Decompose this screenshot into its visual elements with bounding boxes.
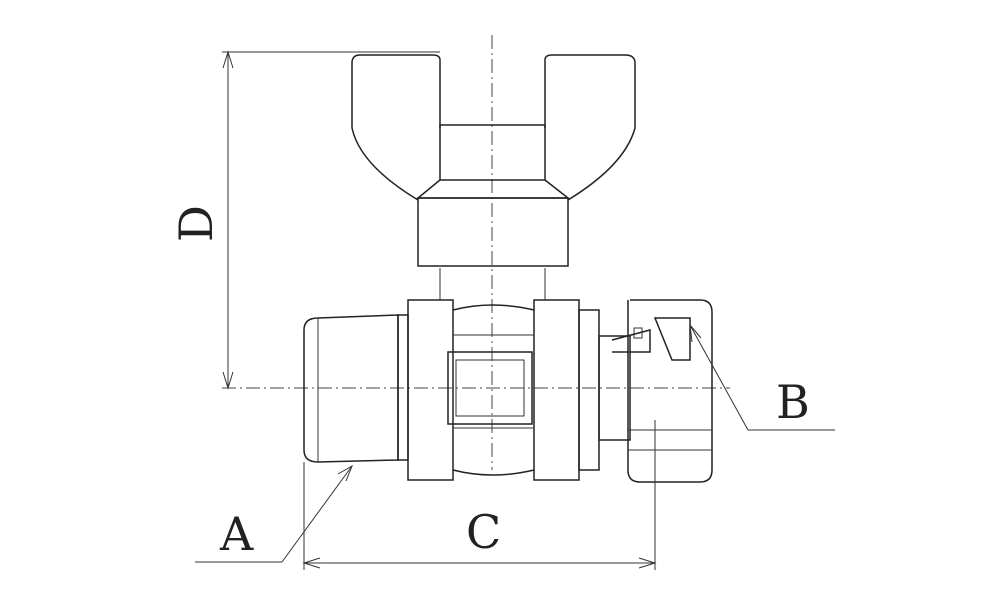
leader-a bbox=[195, 464, 353, 563]
butterfly-handle bbox=[351, 54, 636, 201]
label-d: D bbox=[169, 205, 223, 242]
dimension-d bbox=[222, 50, 440, 390]
swivel-nut-end bbox=[598, 299, 713, 483]
male-thread-end bbox=[303, 314, 409, 463]
dimension-c bbox=[302, 420, 657, 570]
label-a: A bbox=[219, 507, 254, 561]
label-c: C bbox=[466, 505, 501, 559]
label-b: B bbox=[776, 375, 810, 429]
valve-body bbox=[407, 299, 600, 481]
stem-cap bbox=[415, 124, 571, 300]
leader-b bbox=[689, 323, 835, 431]
